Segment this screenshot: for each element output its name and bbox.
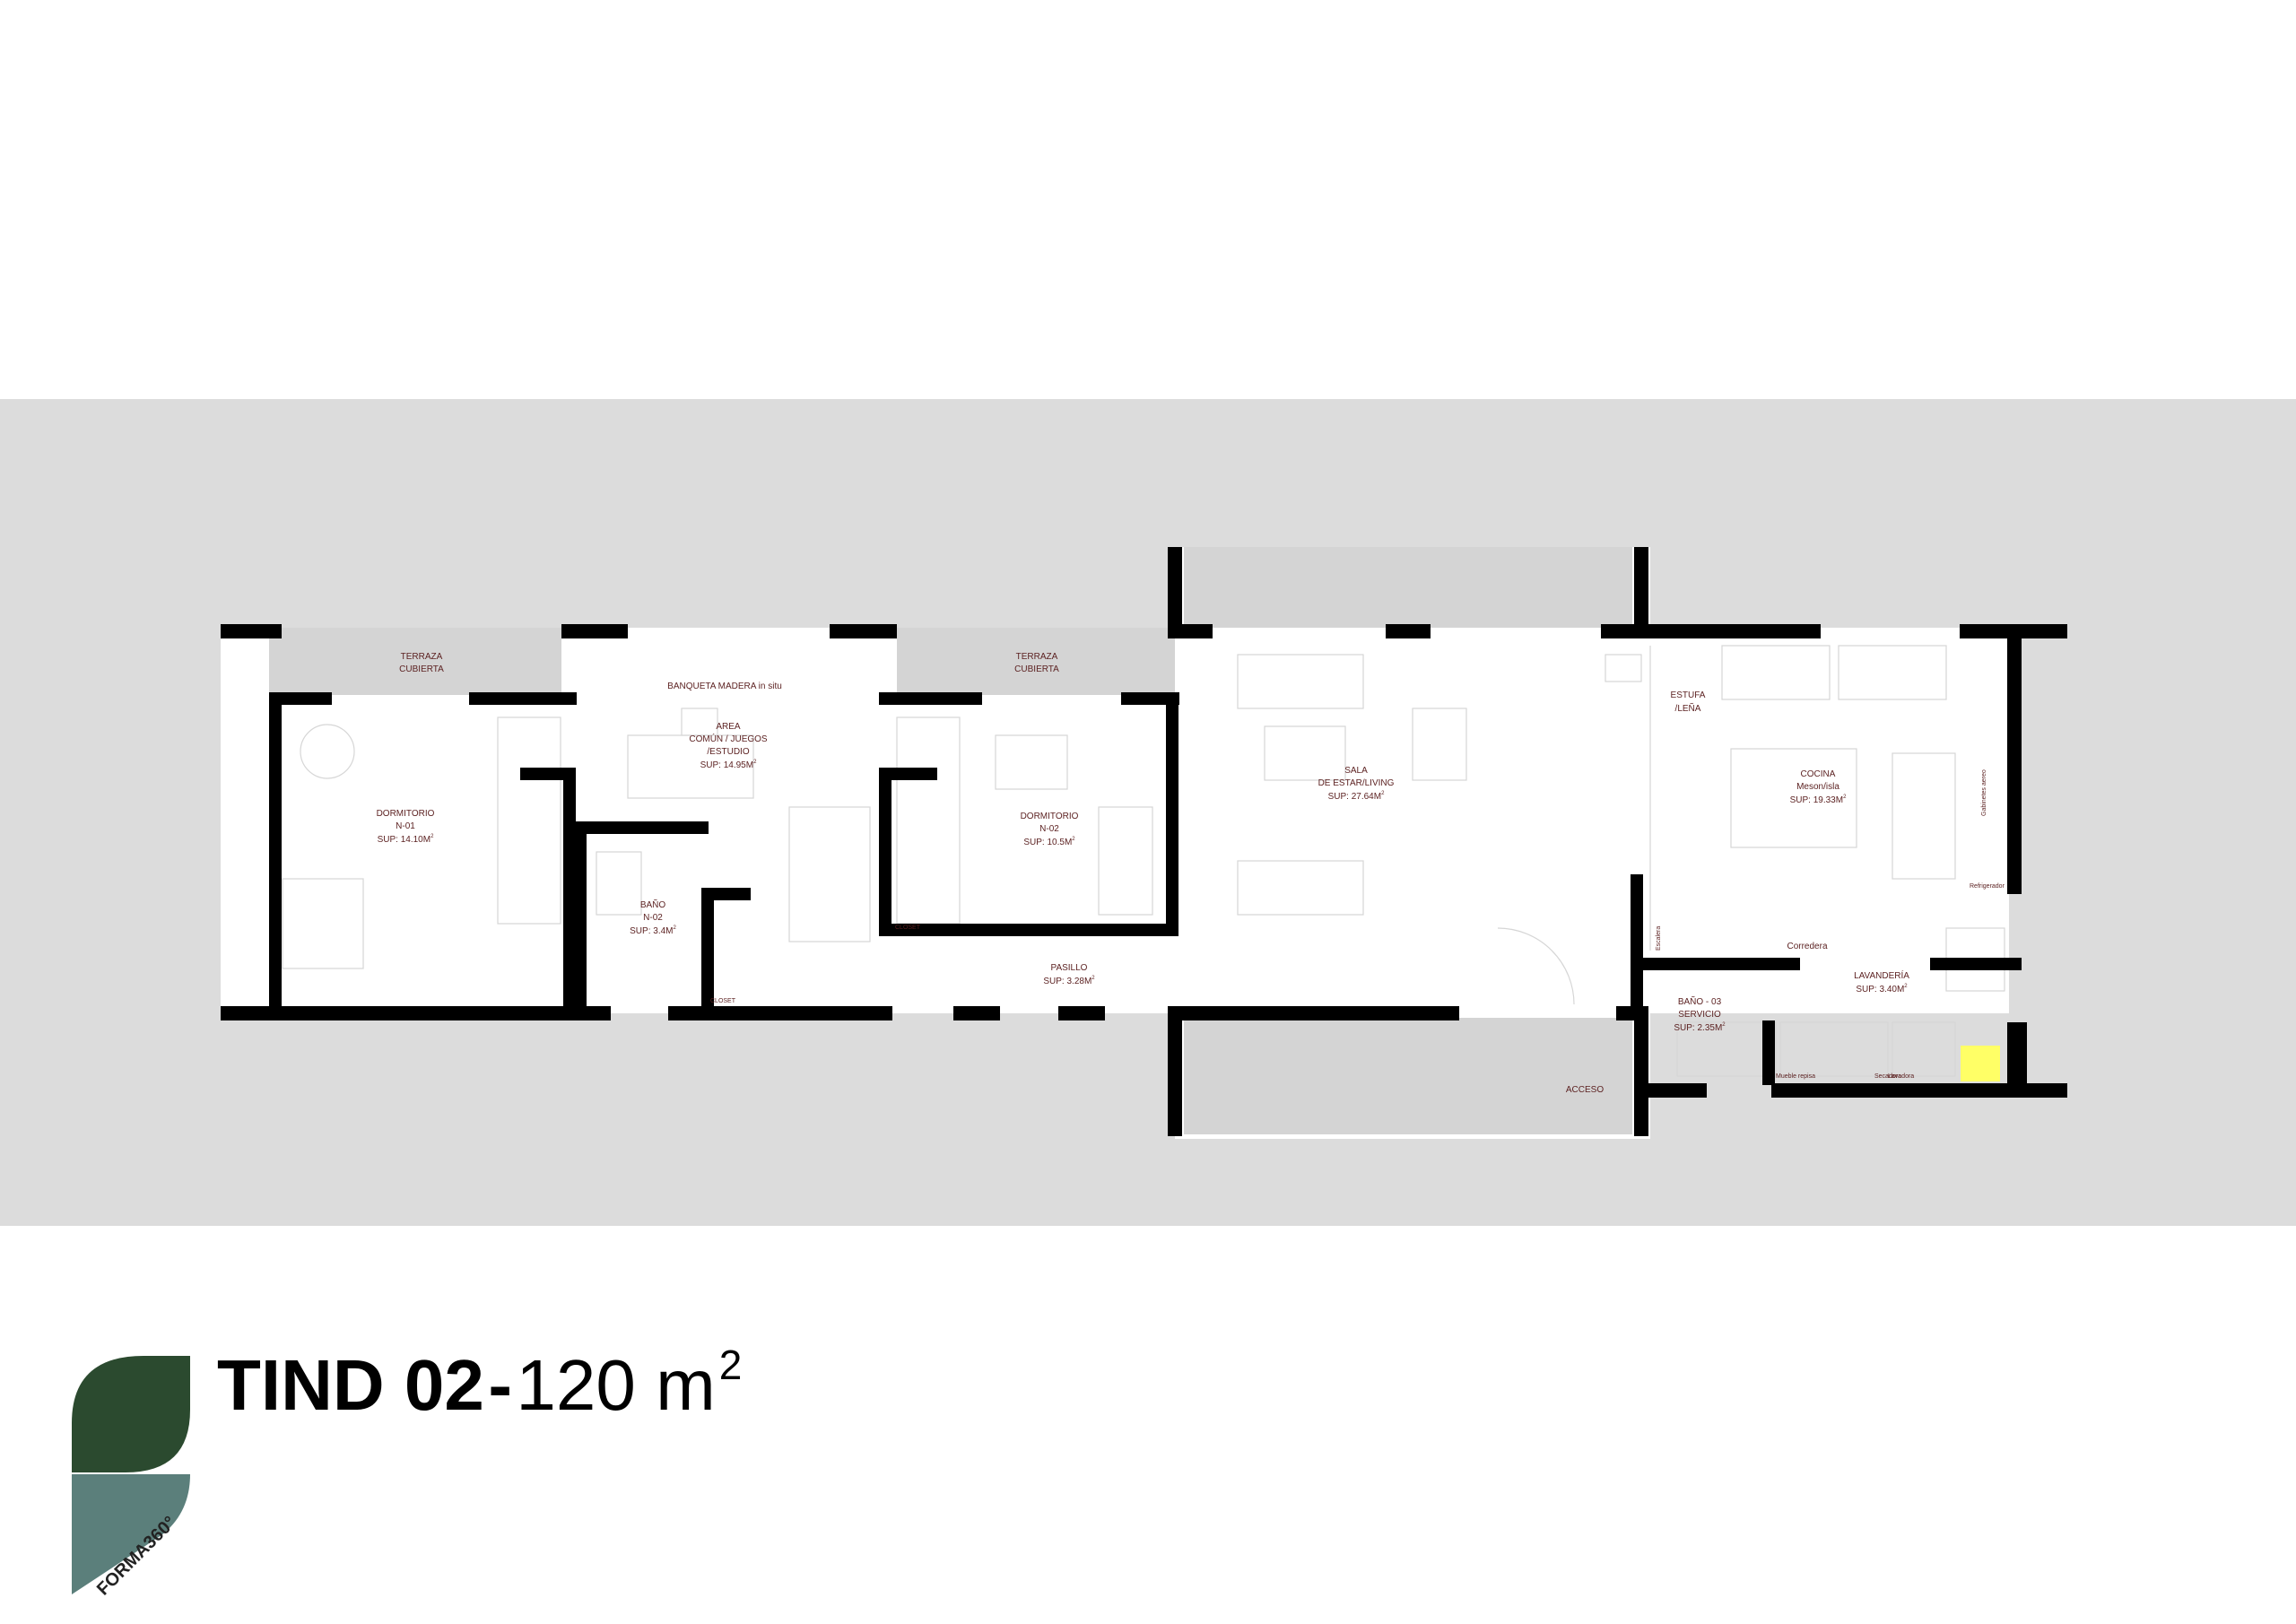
refrigerador-label: Refrigerador (1970, 883, 2005, 890)
area-comun-label-2: COMÚN / JUEGOS (689, 733, 768, 744)
gabinetes-label: Gabinetes aereo (1981, 769, 1987, 816)
banqueta-label: BANQUETA MADERA in situ (667, 682, 782, 691)
bano3-label: BAÑO - 03 (1678, 995, 1722, 1007)
corredera-label: Corredera (1787, 942, 1827, 951)
plan-area-sup: 2 (718, 1342, 743, 1388)
bano2-label: BAÑO (640, 899, 666, 910)
lavanderia-sup: SUP: 3.40M2 (1856, 984, 1908, 994)
terraza2-label: TERRAZA (1016, 652, 1058, 662)
dorm1-sup: SUP: 14.10M2 (378, 834, 434, 845)
sala-label: SALA (1344, 766, 1368, 776)
plan-code: TIND 02 (217, 1345, 484, 1425)
lavadora-label: Lavadora (1888, 1073, 1914, 1080)
furniture-outlines (282, 645, 2005, 1077)
closet1-label: CLOSET (710, 998, 736, 1004)
washer-highlight (1961, 1046, 2000, 1081)
terrace-bottom (1184, 1018, 1632, 1134)
plan-title: TIND 02 - 120 m2 (217, 1341, 743, 1425)
area-comun-sup: SUP: 14.95M2 (700, 760, 757, 770)
estufa-label: ESTUFA (1671, 690, 1706, 700)
closet2-label: CLOSET (895, 925, 921, 931)
logo-leaf-top (72, 1356, 190, 1472)
plan-area: 120 m (516, 1345, 716, 1425)
forma360-logo: FORMA360° (72, 1356, 190, 1598)
estufa-label-2: /LEÑA (1675, 702, 1701, 714)
lavanderia-label: LAVANDERÍA (1854, 969, 1909, 981)
terraces (269, 547, 1632, 1134)
logo-leaf-bottom (72, 1474, 190, 1594)
sala-sup: SUP: 27.64M2 (1328, 791, 1385, 802)
terrace-left (269, 628, 561, 695)
mueble-label: Mueble repisa (1776, 1073, 1815, 1080)
terraza1-label: TERRAZA (401, 652, 443, 662)
cocina-sup: SUP: 19.33M2 (1790, 795, 1847, 805)
area-comun-label: AREA (716, 722, 741, 732)
sala-label-2: DE ESTAR/LIVING (1318, 778, 1395, 788)
dorm2-label-2: N-02 (1039, 824, 1059, 834)
pasillo-label: PASILLO (1051, 963, 1088, 973)
bano2-sup: SUP: 3.4M2 (630, 925, 676, 936)
bano3-label-2: SERVICIO (1678, 1010, 1721, 1020)
acceso-label: ACCESO (1566, 1085, 1604, 1095)
bano3-sup: SUP: 2.35M2 (1674, 1022, 1726, 1033)
cocina-label: COCINA (1801, 769, 1836, 779)
escalera-label: Escalera (1656, 926, 1662, 951)
area-comun-label-3: /ESTUDIO (707, 747, 749, 757)
title-separator: - (488, 1345, 512, 1425)
pasillo-sup: SUP: 3.28M2 (1043, 976, 1095, 986)
cocina-label-2: Meson/isla (1796, 782, 1839, 792)
dorm2-sup: SUP: 10.5M2 (1023, 837, 1075, 847)
secadora-label: Secadora (1874, 1073, 1901, 1080)
dorm1-label-2: N-01 (396, 821, 415, 831)
terrace-middle (897, 628, 1175, 695)
dorm2-label: DORMITORIO (1021, 812, 1079, 821)
room-labels: TERRAZA CUBIERTA TERRAZA CUBIERTA BANQUE… (377, 652, 2005, 1095)
terrace-top (1184, 547, 1632, 628)
terraza2-label-2: CUBIERTA (1014, 664, 1059, 674)
walls (221, 547, 2067, 1136)
terraza1-label-2: CUBIERTA (399, 664, 444, 674)
dorm1-label: DORMITORIO (377, 809, 435, 819)
bano2-label-2: N-02 (643, 913, 663, 923)
